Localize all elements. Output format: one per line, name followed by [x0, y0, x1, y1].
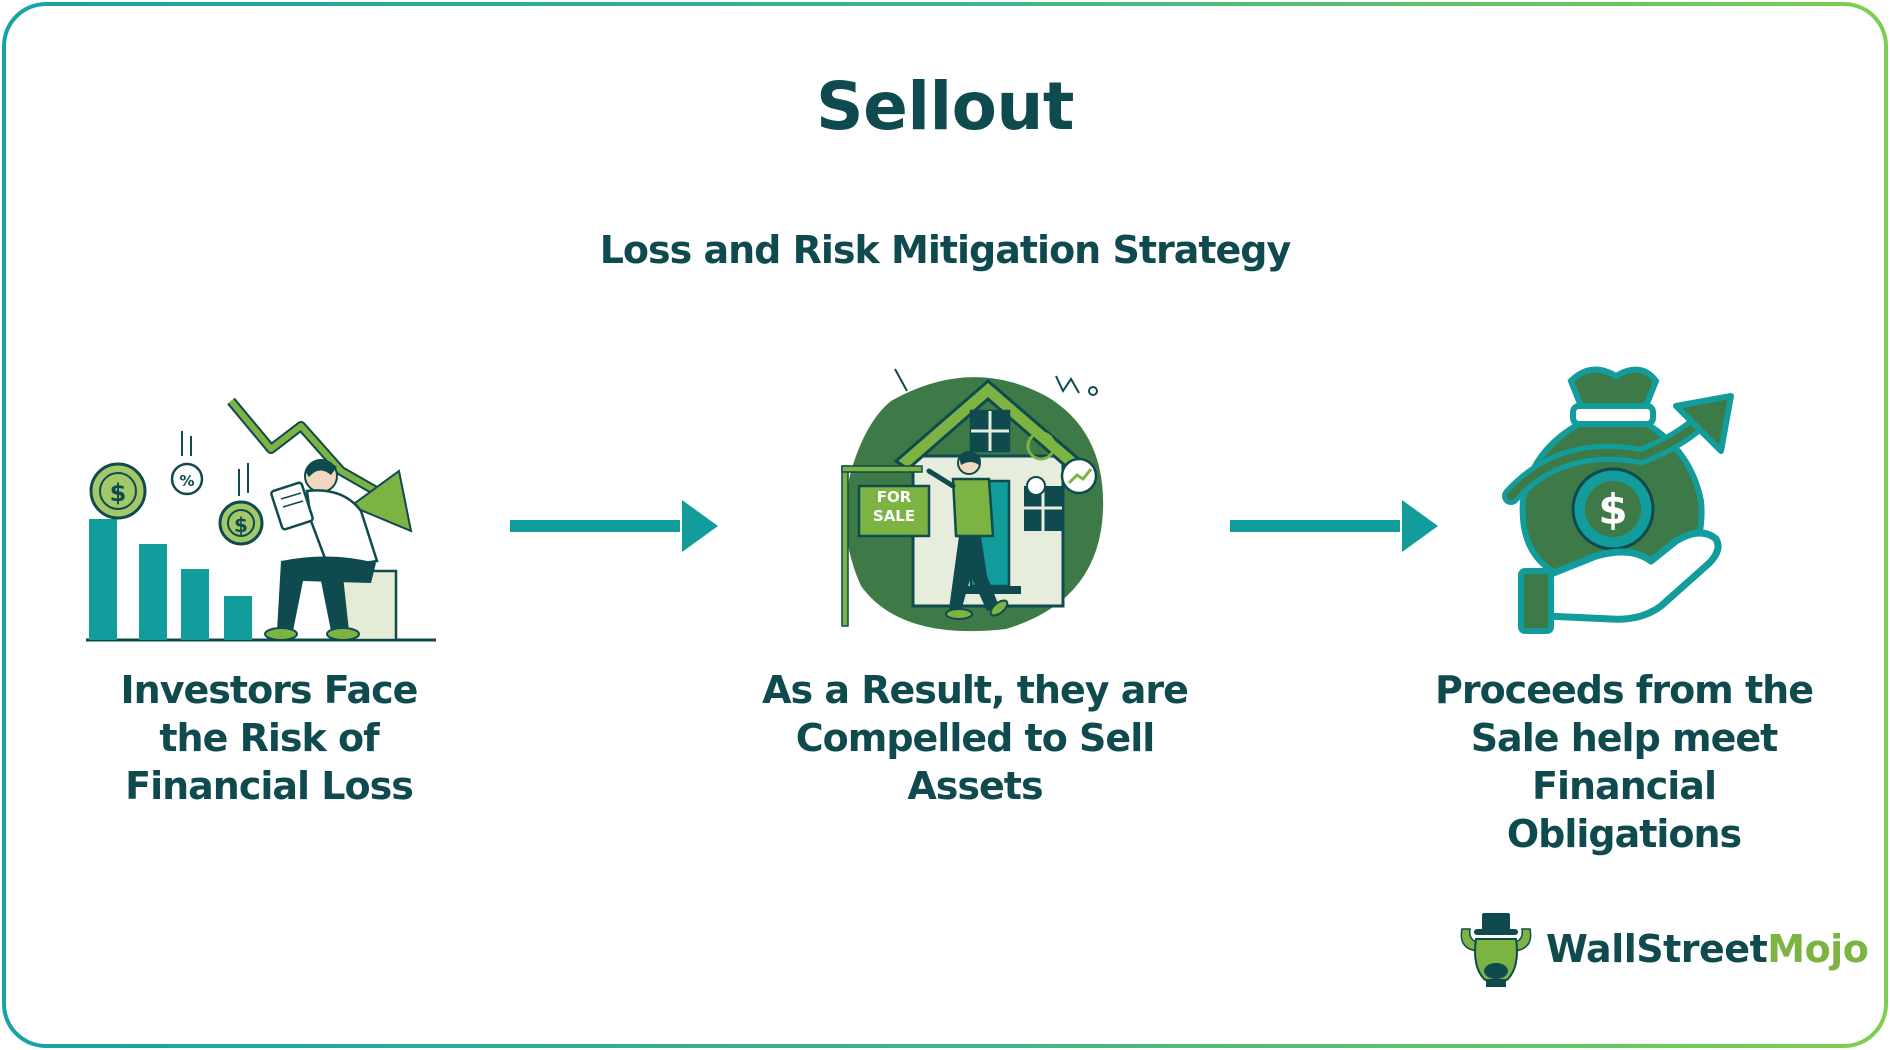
falling-stock-chart-icon: $ % $	[86, 397, 436, 642]
label-line: the Risk of	[159, 716, 379, 760]
label-line: Financial Loss	[125, 764, 414, 808]
step-1-label: Investors Face the Risk of Financial Los…	[39, 666, 499, 810]
arrow-right-icon	[510, 500, 718, 552]
svg-text:%: %	[179, 472, 194, 490]
label-line: Investors Face	[120, 668, 419, 712]
svg-text:$: $	[110, 479, 127, 507]
label-line: As a Result, they are	[762, 668, 1189, 712]
diagram-subtitle: Loss and Risk Mitigation Strategy	[599, 228, 1292, 272]
label-line: Assets	[907, 764, 1043, 808]
brand-wordmark: WallStreetMojo	[1546, 927, 1869, 971]
bull-mascot-icon	[1460, 913, 1532, 987]
wallstreetmojo-logo: WallStreetMojo	[1456, 911, 1869, 991]
sign-line: FOR	[876, 488, 912, 506]
label-line: Sale help meet	[1470, 716, 1779, 760]
label-line: Compelled to Sell	[795, 716, 1156, 760]
step-2-label: As a Result, they are Compelled to Sell …	[745, 666, 1205, 810]
svg-text:$: $	[1598, 485, 1627, 534]
label-line: Proceeds from the	[1434, 668, 1814, 712]
brand-part-1: WallStreet	[1546, 927, 1768, 971]
diagram-canvas: Sellout Loss and Risk Mitigation Strateg…	[6, 6, 1884, 1044]
label-line: Financial	[1532, 764, 1717, 808]
svg-text:$: $	[234, 513, 248, 537]
arrow-right-icon	[1230, 500, 1438, 552]
house-for-sale-icon	[841, 368, 1104, 632]
label-line: Obligations	[1506, 812, 1742, 856]
sign-line: SALE	[872, 507, 916, 525]
money-bag-hand-icon: $	[1502, 366, 1734, 634]
brand-part-2: Mojo	[1767, 927, 1869, 971]
for-sale-sign: FOR SALE	[859, 488, 929, 526]
step-3-label: Proceeds from the Sale help meet Financi…	[1394, 666, 1854, 858]
diagram-title: Sellout	[816, 68, 1074, 145]
